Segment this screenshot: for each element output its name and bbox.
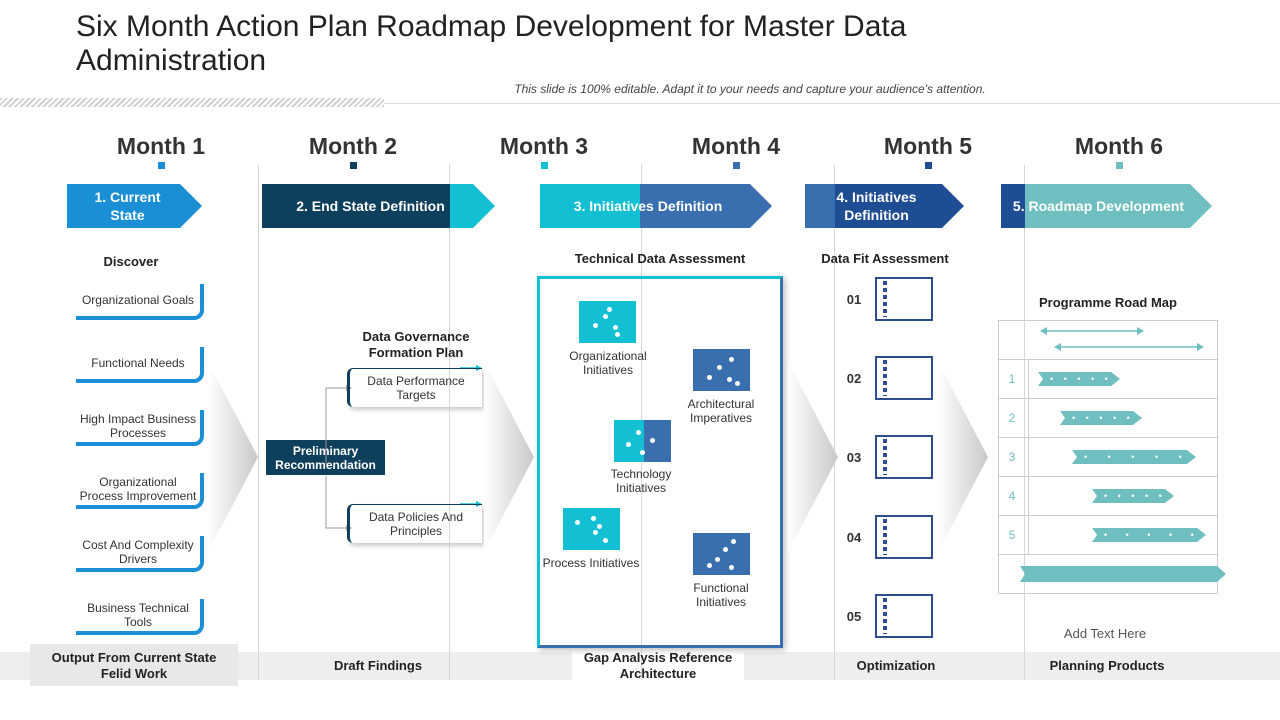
roadmap-grid-line — [998, 359, 1217, 360]
month-6-label: Month 6 — [1074, 133, 1164, 159]
roadmap-row-number: 5 — [1008, 528, 1016, 542]
month-6-marker — [1116, 162, 1123, 169]
flow-arrow — [208, 362, 258, 552]
process-initiatives-label: Process Initiatives — [542, 556, 640, 570]
roadmap-grid-line — [998, 398, 1217, 399]
roadmap-row-number: 1 — [1008, 372, 1016, 386]
phase-3-label: 3. Initiatives Definition — [573, 198, 723, 214]
discover-item: Organizational Process Improvement — [76, 473, 204, 509]
roadmap-grid-line — [998, 554, 1217, 555]
roadmap-grid-line — [998, 476, 1217, 477]
month-5-label: Month 5 — [883, 133, 973, 159]
fit-box — [875, 277, 933, 321]
roadmap-bar: • • • • • • — [1072, 450, 1196, 464]
data-performance-targets: Data Performance Targets — [347, 368, 482, 407]
double-arrow-icon — [1040, 327, 1204, 351]
month-2-label: Month 2 — [308, 133, 398, 159]
fit-number: 01 — [846, 292, 862, 307]
discover-item: Business Technical Tools — [76, 599, 204, 635]
flow-arrow — [788, 362, 838, 552]
phase-2-end-state: 2. End State Definition — [262, 184, 495, 228]
subtitle: This slide is 100% editable. Adapt it to… — [514, 82, 986, 96]
architectural-imperatives-label: Architectural Imperatives — [687, 397, 755, 425]
footer-output: Output From Current State Felid Work — [51, 650, 217, 681]
phase-2-label: 2. End State Definition — [296, 198, 445, 214]
phase-4-label: 4. Initiatives Definition — [836, 189, 917, 223]
column-divider — [258, 165, 259, 680]
flow-arrow — [938, 362, 988, 552]
fit-box — [875, 515, 933, 559]
phase-5-roadmap: 5. Roadmap Development — [1001, 184, 1212, 228]
roadmap-grid-line — [1028, 359, 1029, 554]
roadmap-bar: • • • • • • — [1092, 528, 1206, 542]
data-policies-principles: Data Policies And Principles — [347, 504, 482, 543]
footer-box-1 — [30, 644, 238, 686]
footer-gap-analysis: Gap Analysis Reference Architecture — [583, 650, 733, 681]
roadmap-grid-line — [998, 515, 1217, 516]
page-title: Six Month Action Plan Roadmap Developmen… — [76, 10, 907, 77]
architectural-imperatives-icon — [693, 349, 750, 391]
fit-box — [875, 356, 933, 400]
footer-draft-findings: Draft Findings — [333, 658, 423, 673]
add-text-note: Add Text Here — [1063, 626, 1147, 641]
phase-1-label: 1. Current State — [94, 189, 161, 223]
technology-initiatives-label: Technology Initiatives — [610, 467, 672, 495]
governance-heading: Data Governance Formation Plan — [362, 329, 470, 360]
month-4-marker — [733, 162, 740, 169]
month-3-label: Month 3 — [499, 133, 589, 159]
month-5-marker — [925, 162, 932, 169]
roadmap-grid-line — [998, 437, 1217, 438]
roadmap-row-number: 2 — [1008, 411, 1016, 425]
discover-item: Organizational Goals — [76, 284, 204, 320]
footer-optimization: Optimization — [856, 658, 936, 673]
fit-number: 03 — [846, 450, 862, 465]
column-divider — [449, 165, 450, 680]
programme-roadmap-heading: Programme Road Map — [1039, 295, 1177, 310]
fit-number: 04 — [846, 530, 862, 545]
phase-5-label: 5. Roadmap Development — [1012, 198, 1185, 214]
column-divider — [1024, 165, 1025, 680]
month-3-marker — [541, 162, 548, 169]
roadmap-bar: • • • • • — [1060, 411, 1142, 425]
functional-initiatives-label: Functional Initiatives — [693, 581, 749, 609]
process-initiatives-icon — [563, 508, 620, 550]
discover-item: High Impact Business Processes — [76, 410, 204, 446]
functional-initiatives-icon — [693, 533, 750, 575]
month-1-marker — [158, 162, 165, 169]
footer-planning-products: Planning Products — [1049, 658, 1165, 673]
data-fit-heading: Data Fit Assessment — [821, 251, 949, 266]
month-4-label: Month 4 — [691, 133, 781, 159]
roadmap-bar: • • • • • — [1038, 372, 1120, 386]
fit-box — [875, 435, 933, 479]
discover-heading: Discover — [103, 254, 159, 269]
roadmap-bar: • • • • • — [1092, 489, 1174, 503]
header-rule — [384, 103, 1280, 104]
phase-3-initiatives: 3. Initiatives Definition — [540, 184, 772, 228]
initiatives-panel — [537, 276, 783, 648]
fit-number: 02 — [846, 371, 862, 386]
flow-arrow — [484, 362, 534, 552]
organizational-initiatives-label: Organizational Initiatives — [569, 349, 647, 377]
technical-assessment-heading: Technical Data Assessment — [574, 251, 746, 266]
phase-1-current-state: 1. Current State — [67, 184, 202, 228]
column-divider — [834, 165, 835, 680]
month-2-marker — [350, 162, 357, 169]
roadmap-overall-bar — [1020, 566, 1226, 582]
roadmap-grid — [998, 320, 1218, 594]
roadmap-row-number: 3 — [1008, 450, 1016, 464]
roadmap-bar-dots: • • • • • — [1072, 413, 1134, 423]
roadmap-row-number: 4 — [1008, 489, 1016, 503]
fit-box — [875, 594, 933, 638]
phase-4-initiatives: 4. Initiatives Definition — [805, 184, 964, 228]
month-1-label: Month 1 — [116, 133, 206, 159]
discover-item: Cost And Complexity Drivers — [76, 536, 204, 572]
organizational-initiatives-icon — [579, 301, 636, 343]
technology-initiatives-icon — [614, 420, 671, 462]
hatch-divider — [0, 98, 384, 107]
roadmap-bar-dots: • • • • • — [1104, 491, 1166, 501]
roadmap-bar-dots: • • • • • — [1050, 374, 1112, 384]
fit-number: 05 — [846, 609, 862, 624]
discover-item: Functional Needs — [76, 347, 204, 383]
footer-box-3 — [572, 644, 744, 686]
